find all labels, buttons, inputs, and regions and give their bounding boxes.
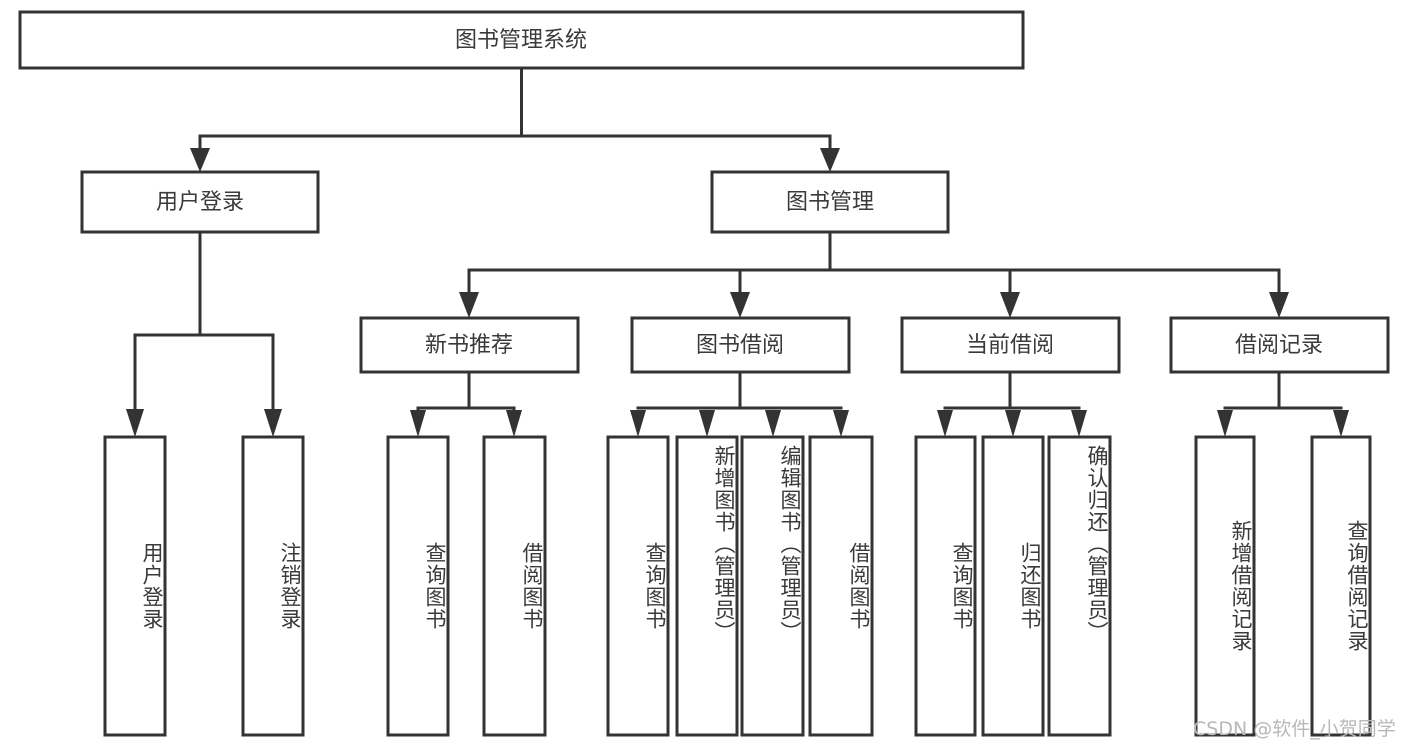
arrowhead-new-book-recommend (459, 292, 479, 318)
node-group: 图书管理系统 用户登录 图书管理 新书推荐 图书借阅 当前借阅 借阅记录 (18, 10, 1390, 737)
node-box-book-borrow[interactable] (630, 316, 851, 374)
node-box-leaf-borrow-book[interactable] (808, 435, 874, 737)
arrowhead-leaf-user-login (126, 409, 144, 437)
node-box-leaf-query-record[interactable] (1310, 435, 1372, 737)
node-box-leaf-add-book[interactable] (675, 435, 739, 737)
arrowhead-user-login (190, 148, 210, 172)
arrowhead-leaf-add-record (1217, 410, 1233, 437)
node-box-leaf-query-book-rec[interactable] (386, 435, 450, 737)
arrowhead-current-borrow (1000, 292, 1020, 318)
node-box-borrow-records[interactable] (1169, 316, 1390, 374)
arrowhead-leaf-query-record (1333, 410, 1349, 437)
arrowhead-leaf-return-book (1005, 410, 1021, 437)
node-box-new-book-recommend[interactable] (359, 316, 580, 374)
arrowhead-borrow-records (1269, 292, 1289, 318)
node-label-user-login: 用户登录 (156, 190, 244, 215)
arrowhead-leaf-query-book-borrow (630, 410, 646, 437)
node-box-leaf-edit-book[interactable] (740, 435, 805, 737)
arrowhead-leaf-user-logout (264, 409, 282, 437)
node-box-leaf-query-book-cur[interactable] (914, 435, 977, 737)
arrowhead-leaf-query-book-cur (937, 410, 953, 437)
arrowhead-leaf-borrow-book-rec (506, 410, 522, 437)
node-label-borrow-records: 借阅记录 (1235, 333, 1323, 358)
watermark-text: CSDN @软件_小贺同学 (1193, 718, 1396, 740)
arrowhead-leaf-confirm-return (1071, 410, 1087, 437)
node-box-root[interactable] (18, 10, 1025, 70)
arrowhead-leaf-edit-book (765, 410, 781, 437)
node-box-leaf-add-record[interactable] (1194, 435, 1256, 737)
node-label-book-borrow: 图书借阅 (696, 333, 784, 358)
node-label-new-book-recommend: 新书推荐 (425, 333, 513, 358)
arrowhead-leaf-borrow-book (833, 410, 849, 437)
node-box-book-manage[interactable] (710, 170, 950, 234)
node-label-current-borrow: 当前借阅 (966, 333, 1054, 358)
node-box-leaf-user-login[interactable] (103, 435, 167, 737)
arrowhead-leaf-query-book-rec (410, 410, 426, 437)
arrowhead-book-borrow (730, 292, 750, 318)
node-box-leaf-user-logout[interactable] (241, 435, 305, 737)
node-box-leaf-query-book-borrow[interactable] (606, 435, 670, 737)
node-label-root: 图书管理系统 (455, 28, 587, 53)
arrowhead-book-manage (820, 148, 840, 172)
arrowhead-leaf-add-book (699, 410, 715, 437)
node-box-leaf-return-book[interactable] (981, 435, 1045, 737)
node-box-leaf-borrow-book-rec[interactable] (482, 435, 547, 737)
node-label-book-manage: 图书管理 (786, 190, 874, 215)
node-box-user-login[interactable] (80, 170, 320, 234)
node-box-leaf-confirm-return[interactable] (1047, 435, 1112, 737)
node-box-current-borrow[interactable] (900, 316, 1121, 374)
connector-group (126, 66, 1349, 437)
